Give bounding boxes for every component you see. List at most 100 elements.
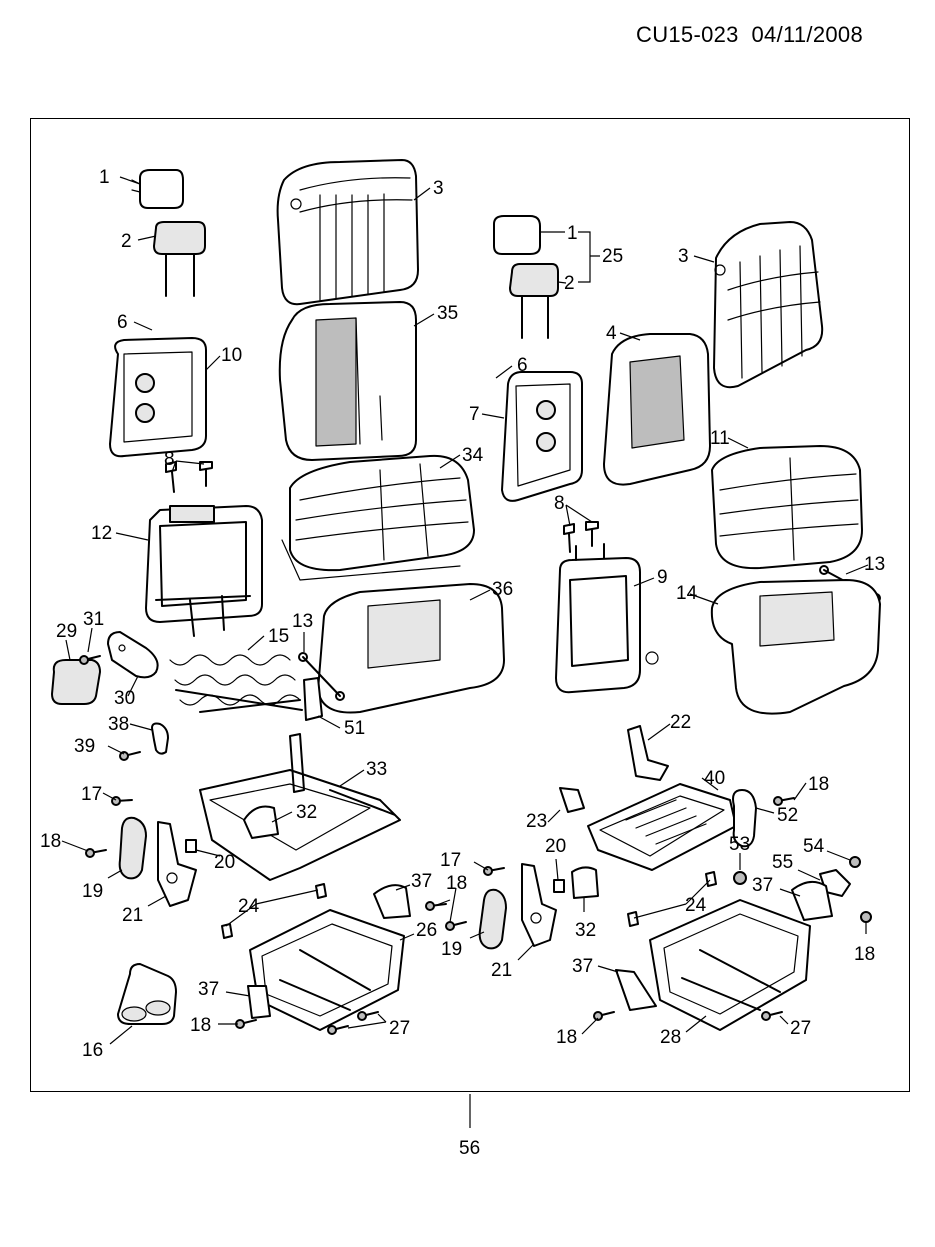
cushion-springs [169, 654, 303, 713]
side-panel-32-left [243, 805, 279, 839]
callout-21-right: 21 [491, 960, 512, 981]
callout-29: 29 [56, 621, 77, 642]
back-pad-left [278, 301, 417, 461]
spacer-20-right [553, 879, 565, 893]
callout-13-right: 13 [864, 554, 885, 575]
seat-cushion-pad-left [317, 583, 505, 714]
screw-39 [119, 751, 141, 761]
screw-27-left [327, 1011, 379, 1035]
headrest-right [509, 263, 559, 339]
callout-8: 8 [164, 449, 175, 470]
screw-18-left-lower [235, 1019, 257, 1029]
screw-18-right-side [860, 911, 872, 923]
recliner-right [521, 863, 557, 947]
headrest-cover-left [131, 169, 184, 209]
bracket-23 [559, 787, 585, 813]
seat-cushion-trim-right [711, 445, 863, 570]
callout-8-right: 8 [554, 493, 565, 514]
back-pad-right [603, 333, 711, 486]
callout-24: 24 [238, 896, 260, 917]
reference-code: CU15-023 [636, 22, 739, 47]
callout-9: 9 [657, 567, 668, 588]
callout-22: 22 [670, 712, 691, 733]
spring-wire-left [298, 652, 345, 701]
callout-32-right: 32 [575, 920, 596, 941]
seat-frame-right [587, 783, 737, 871]
recliner-left [157, 821, 197, 907]
callout-10: 10 [221, 345, 242, 366]
callout-12: 12 [91, 523, 112, 544]
back-panel-right [501, 371, 583, 502]
seat-back-frame-left [145, 505, 263, 637]
callout-16: 16 [82, 1040, 103, 1061]
leader-lines [61, 176, 869, 1128]
callout-14: 14 [676, 583, 698, 604]
callout-55: 55 [772, 852, 793, 873]
screw-18-right-top [773, 796, 795, 806]
header-date: 04/11/2008 [751, 22, 863, 47]
recliner-cover-left [118, 816, 147, 880]
seat-cushion-trim-left [281, 454, 475, 581]
seat-frame-left [199, 733, 401, 881]
callout-40: 40 [704, 768, 725, 789]
side-trim-37-right [615, 880, 833, 1011]
hook-38 [151, 722, 169, 755]
seat-cushion-pad-right [710, 579, 881, 715]
screw-17-right [483, 866, 505, 876]
armrest-end-cap [51, 659, 101, 705]
seat-track-right [649, 899, 811, 1031]
callout-15: 15 [268, 626, 289, 647]
screw-27-right [761, 1011, 783, 1021]
callout-37: 37 [411, 871, 432, 892]
callout-39: 39 [74, 736, 95, 757]
assembly-number: 56 [459, 1138, 480, 1159]
side-panel-52 [732, 789, 757, 848]
bracket-51 [303, 677, 323, 721]
callout-27: 27 [389, 1018, 410, 1039]
spacer-20-left [185, 839, 197, 853]
headrest-cover-right [493, 215, 541, 255]
callout-53: 53 [729, 834, 750, 855]
callout-18-right-lower: 18 [556, 1027, 577, 1048]
screw-18-right-lower [593, 1011, 615, 1021]
callout-28: 28 [660, 1027, 681, 1048]
callout-23: 23 [526, 811, 547, 832]
diagram-frame [30, 118, 910, 1092]
callout-25: 25 [602, 246, 623, 267]
callout-6: 6 [117, 312, 128, 333]
seat-track-left [249, 909, 405, 1031]
callout-54: 54 [803, 836, 825, 857]
bracket-22 [627, 725, 669, 781]
headrest-left [153, 221, 206, 297]
callout-52: 52 [777, 805, 798, 826]
callout-11: 11 [710, 428, 730, 449]
document-header: CU15-023 04/11/2008 [636, 22, 863, 48]
callout-51: 51 [344, 718, 365, 739]
callout-labels: 1 2 3 6 10 35 1 2 25 3 6 4 7 11 8 34 12 … [40, 167, 885, 1159]
callout-38: 38 [108, 714, 129, 735]
callout-36: 36 [492, 579, 513, 600]
armrest-screw [79, 655, 101, 665]
callout-20-right: 20 [545, 836, 566, 857]
screw-54 [849, 856, 861, 868]
callout-26: 26 [416, 920, 437, 941]
callout-30: 30 [114, 688, 135, 709]
seat-back-trim-right [713, 221, 824, 389]
callout-4: 4 [606, 323, 617, 344]
side-trim-37-left [247, 884, 411, 1019]
callout-18: 18 [40, 831, 61, 852]
side-panel-32-right [571, 866, 599, 899]
callout-2-right: 2 [564, 273, 575, 294]
callout-18-right-side: 18 [854, 944, 875, 965]
seat-back-frame-right [555, 543, 659, 694]
callout-17-right: 17 [440, 850, 461, 871]
callout-18-mid: 18 [446, 873, 467, 894]
callout-31: 31 [83, 609, 104, 630]
callout-17: 17 [81, 784, 102, 805]
callout-1-right: 1 [567, 223, 578, 244]
callout-20: 20 [214, 852, 235, 873]
callout-21: 21 [122, 905, 143, 926]
nut-53 [733, 871, 747, 885]
screw-18-left [85, 848, 107, 858]
